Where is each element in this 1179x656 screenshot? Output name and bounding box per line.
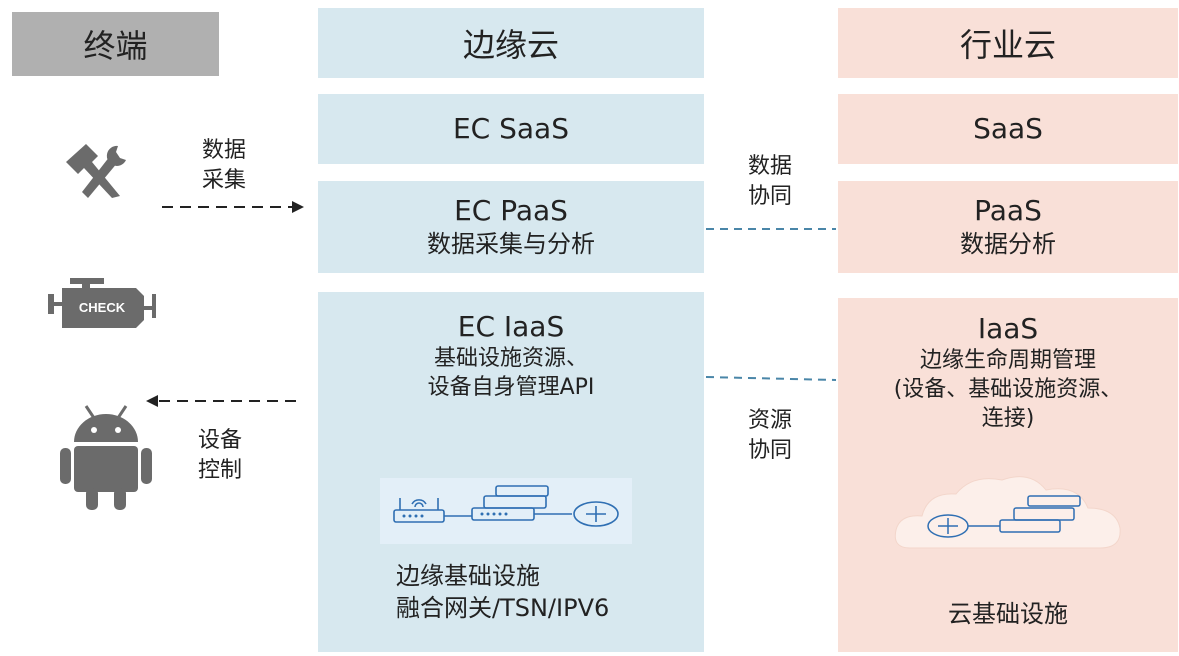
industry-iaas-box: IaaS 边缘生命周期管理 (设备、基础设施资源、 连接)	[838, 298, 1178, 652]
data-collection-label-2: 采集	[201, 168, 246, 193]
device-control-label: 设备 控制	[180, 426, 260, 486]
device-control-label-2: 控制	[197, 458, 242, 483]
data-sync-label-1: 数据	[747, 154, 792, 179]
edge-paas-box: EC PaaS 数据采集与分析	[318, 181, 704, 273]
edge-iaas-subtitle-1: 基础设施资源、	[433, 346, 588, 371]
check-engine-label: CHECK	[79, 300, 126, 315]
industry-iaas-title: IaaS	[977, 312, 1039, 345]
industry-paas-box: PaaS 数据分析	[838, 181, 1178, 273]
edge-cloud-header: 边缘云	[318, 8, 704, 78]
cloud-infrastructure-image	[890, 470, 1126, 556]
industry-saas-label: SaaS	[973, 112, 1043, 145]
resource-sync-line	[705, 376, 837, 381]
edge-cloud-header-text: 边缘云	[462, 26, 559, 64]
industry-infra-caption: 云基础设施	[948, 600, 1068, 628]
data-collection-label: 数据 采集	[184, 136, 264, 196]
terminal-header-text: 终端	[83, 27, 148, 65]
tools-icon	[62, 140, 138, 200]
edge-iaas-subtitle-2: 设备自身管理API	[427, 375, 595, 400]
data-sync-label-2: 协同	[747, 184, 792, 209]
resource-sync-label-1: 资源	[747, 408, 792, 433]
edge-saas-box: EC SaaS	[318, 94, 704, 164]
industry-cloud-header: 行业云	[838, 8, 1178, 78]
resource-sync-label-2: 协同	[747, 438, 792, 463]
data-sync-label: 数据 协同	[730, 152, 810, 212]
check-engine-icon: CHECK	[48, 276, 156, 332]
edge-infra-caption: 边缘基础设施 融合网关/TSN/IPV6	[396, 560, 696, 624]
industry-iaas-subtitle-3: 连接)	[981, 406, 1035, 431]
router-icon	[573, 501, 619, 527]
edge-network-devices-image	[380, 478, 632, 544]
industry-paas-subtitle: 数据分析	[960, 230, 1056, 258]
edge-iaas-title: EC IaaS	[457, 310, 565, 343]
edge-infra-line-2: 融合网关/TSN/IPV6	[396, 594, 610, 622]
resource-sync-label: 资源 协同	[730, 406, 810, 466]
edge-paas-subtitle: 数据采集与分析	[427, 230, 595, 258]
terminal-header: 终端	[12, 12, 219, 76]
industry-iaas-subtitle-2: (设备、基础设施资源、	[893, 377, 1123, 402]
android-icon	[56, 402, 156, 512]
edge-infra-line-1: 边缘基础设施	[396, 562, 540, 590]
industry-saas-box: SaaS	[838, 94, 1178, 164]
data-collection-label-1: 数据	[201, 138, 246, 163]
industry-iaas-subtitle-1: 边缘生命周期管理	[919, 348, 1096, 373]
edge-saas-label: EC SaaS	[452, 112, 569, 145]
edge-paas-title: EC PaaS	[454, 194, 568, 227]
industry-cloud-header-text: 行业云	[959, 26, 1056, 64]
device-control-label-1: 设备	[197, 428, 242, 453]
edge-iaas-box: EC IaaS 基础设施资源、 设备自身管理API	[318, 292, 704, 652]
industry-paas-title: PaaS	[974, 194, 1042, 227]
